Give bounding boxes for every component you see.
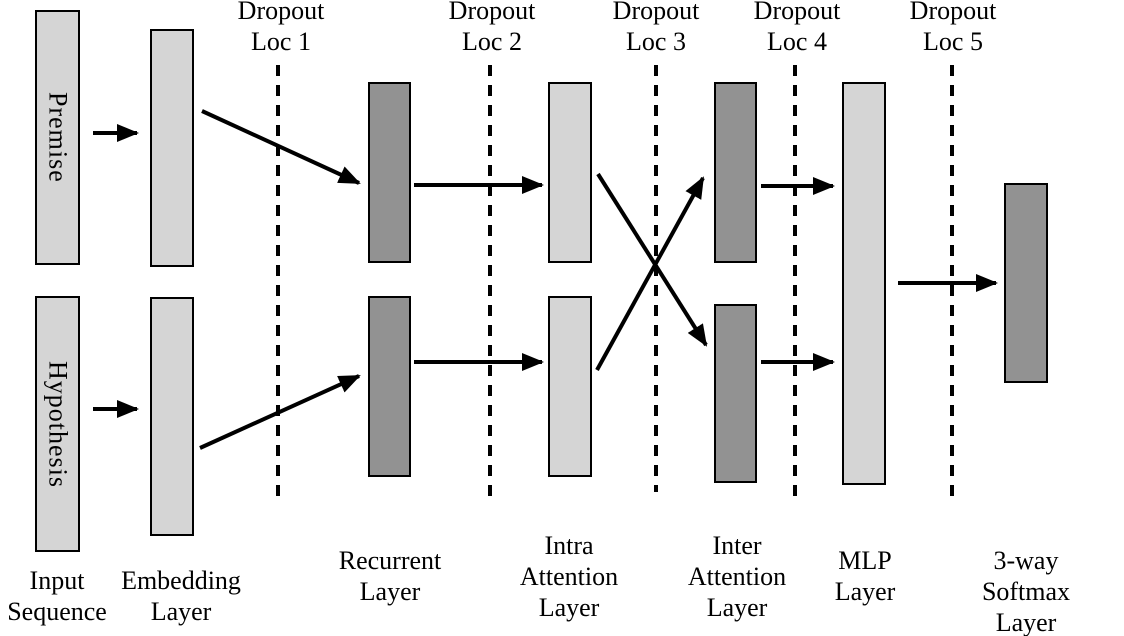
intra-attention-box-hypothesis — [548, 296, 592, 477]
premise-label: Premise — [43, 92, 73, 183]
softmax-layer-label: 3-way Softmax Layer — [981, 546, 1071, 636]
recurrent-box-hypothesis — [368, 296, 411, 477]
dropout-loc-2-label: Dropout Loc 2 — [448, 0, 536, 56]
hypothesis-input-box: Hypothesis — [35, 296, 80, 552]
embedding-box-premise — [150, 29, 194, 267]
arrow-embedding-to-recurrent-hypothesis — [199, 374, 361, 450]
intra-attention-layer-label: Intra Attention Layer — [519, 531, 619, 622]
inter-attention-box-premise — [714, 82, 757, 263]
input-sequence-label: Input Sequence — [7, 566, 107, 626]
intra-attention-box-premise — [548, 82, 592, 263]
embedding-layer-label: Embedding Layer — [121, 566, 241, 626]
recurrent-box-premise — [368, 82, 411, 263]
softmax-box — [1004, 183, 1048, 383]
premise-input-box: Premise — [35, 10, 80, 265]
mlp-layer-label: MLP Layer — [834, 546, 896, 606]
dropout-loc-3-label: Dropout Loc 3 — [612, 0, 700, 56]
arrow-intra-premise-to-inter-hypothesis — [596, 172, 708, 347]
dropout-loc-5-label: Dropout Loc 5 — [909, 0, 997, 56]
inter-attention-layer-label: Inter Attention Layer — [687, 531, 787, 622]
dropout-loc-1-label: Dropout Loc 1 — [237, 0, 325, 56]
inter-attention-box-hypothesis — [714, 304, 757, 483]
mlp-box — [842, 82, 886, 485]
recurrent-layer-label: Recurrent Layer — [338, 546, 442, 606]
dropout-loc-4-label: Dropout Loc 4 — [753, 0, 841, 56]
embedding-box-hypothesis — [150, 297, 194, 536]
arrow-embedding-to-recurrent-premise — [201, 109, 361, 185]
hypothesis-label: Hypothesis — [43, 360, 73, 488]
arrow-intra-hypothesis-to-inter-premise — [595, 176, 705, 371]
